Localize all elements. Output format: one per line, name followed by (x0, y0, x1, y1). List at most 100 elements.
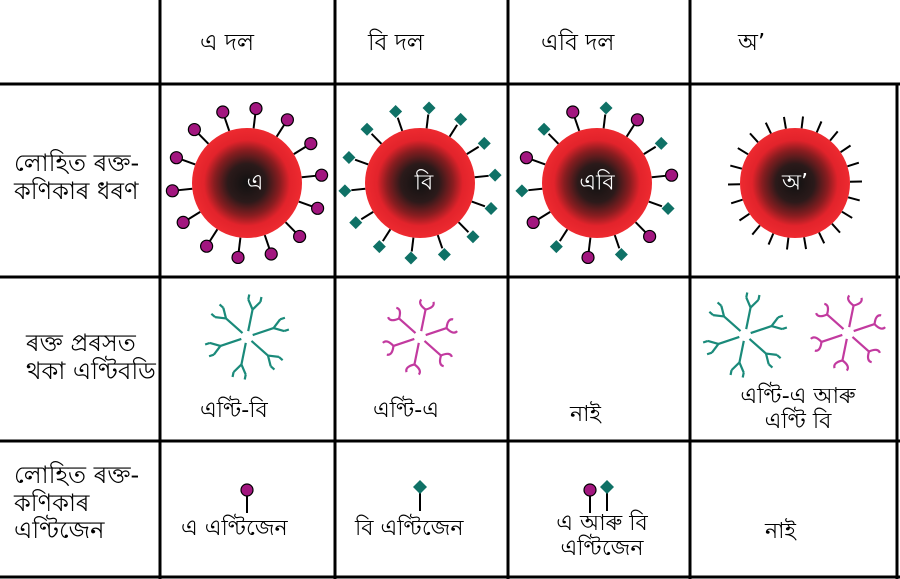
antigens (240, 480, 614, 513)
antigen-b-marker (515, 184, 529, 198)
caption-line: এণ্টি বি (764, 409, 832, 435)
antibody-arm (387, 316, 400, 322)
anti-b-antibody-cluster (204, 294, 290, 380)
antibody-tip (706, 351, 713, 356)
antibody-tip (210, 312, 216, 318)
antigen-b-marker (413, 480, 427, 494)
antibody-stem (393, 337, 415, 347)
antigen-stem (263, 234, 271, 249)
antibody-arm (712, 314, 725, 318)
antibody-stem (826, 313, 845, 330)
row-label-line: লোহিত ৰক্ত- (14, 461, 140, 489)
antigen-a-marker (519, 151, 534, 165)
antibody-tip (781, 326, 788, 331)
antibody-arm (445, 327, 458, 334)
antibody-arm (240, 364, 247, 376)
antibody-arm (445, 318, 454, 329)
cell-spike (764, 122, 772, 134)
antibody-stem (413, 342, 420, 365)
antibody-tip (741, 372, 745, 378)
antigen-stem (648, 200, 663, 208)
antigen-caption-a: এ এণ্টিজেন (181, 516, 288, 541)
antibody-tip (259, 296, 263, 303)
antibody-arm (214, 316, 227, 320)
antigen-stem (528, 187, 543, 192)
antibody-tip (702, 339, 709, 344)
antibody-stem (723, 315, 742, 332)
antigen-b-marker (661, 201, 675, 215)
antigen-stem (293, 145, 307, 155)
antibody-arm (749, 299, 760, 309)
antigen-stem (252, 114, 257, 129)
antibody-arm (222, 307, 228, 319)
antigen-a-marker (314, 168, 329, 182)
antigen-stem (354, 158, 369, 166)
antibody-arm (720, 305, 726, 317)
antigen-stem (284, 221, 297, 233)
antibody-arm (847, 294, 855, 307)
antigen-b-marker (549, 240, 563, 254)
antigen-stem (471, 200, 486, 208)
antibody-arm (405, 363, 415, 373)
antigen-caption-b: বি এণ্টিজেন (355, 516, 464, 541)
antigen-b-icon (600, 480, 614, 511)
antibody-tip (231, 371, 235, 378)
antibody-tip (729, 369, 733, 376)
antigen-a-marker (310, 201, 325, 215)
cell-spike (751, 224, 761, 236)
row-label-line: থকা এণ্টিবডি (26, 356, 156, 385)
antibody-tip (716, 301, 723, 307)
antibody-stem (853, 323, 875, 333)
antigen-a-icon (240, 483, 254, 513)
header-group-o: অ’ (738, 30, 766, 56)
antibody-stem (750, 325, 772, 335)
antigen-b-marker (614, 247, 628, 261)
cell-spike (831, 223, 841, 234)
antibody-arm (232, 363, 243, 373)
header-group-a: এ দল (200, 30, 255, 56)
antibody-tip (243, 374, 247, 380)
antigen-stem (181, 158, 196, 166)
antibody-arm (815, 312, 828, 318)
antibody-arm (810, 336, 823, 343)
antibody-arm (419, 298, 427, 311)
cell-spike (840, 144, 852, 154)
row-label-line: ৰক্ত প্ৰৰসত (26, 329, 136, 357)
antibody-arm (251, 301, 262, 311)
antibody-stem (841, 338, 848, 361)
antigen-stem (613, 234, 621, 249)
antibody-tip (708, 310, 714, 316)
antigen-a-marker (581, 250, 595, 265)
cell-spike (818, 232, 826, 244)
antigen-stem (466, 145, 480, 155)
antibody-stem (748, 338, 767, 355)
antibody-stem (240, 342, 247, 365)
rbc-group-ab (515, 101, 679, 265)
antibody-stem (738, 340, 745, 363)
antigen-b-marker (422, 101, 436, 115)
antigen-b-icon (413, 480, 427, 511)
cell-body (740, 128, 850, 238)
antigen-b-marker (454, 112, 468, 126)
antibody-stem (821, 333, 843, 343)
antigen-a-marker (176, 215, 190, 230)
antibody-arm (707, 339, 719, 345)
antibody-arm (212, 345, 222, 356)
antibodies (204, 292, 886, 380)
antigen-stem (558, 228, 569, 242)
cell-spike (815, 121, 823, 133)
rbc-label-ab: এবি (579, 170, 615, 196)
antigen-a-marker (200, 239, 214, 253)
antibody-arm (209, 341, 221, 347)
antigen-a-marker (280, 113, 294, 127)
rbc-group-o (727, 116, 863, 250)
antibody-arm (386, 345, 395, 356)
antibody-arm (853, 297, 863, 307)
antigen-stem (625, 124, 636, 138)
antibody-stem (252, 327, 274, 337)
antigen-b-marker (488, 168, 502, 182)
antibody-stem (220, 337, 242, 347)
